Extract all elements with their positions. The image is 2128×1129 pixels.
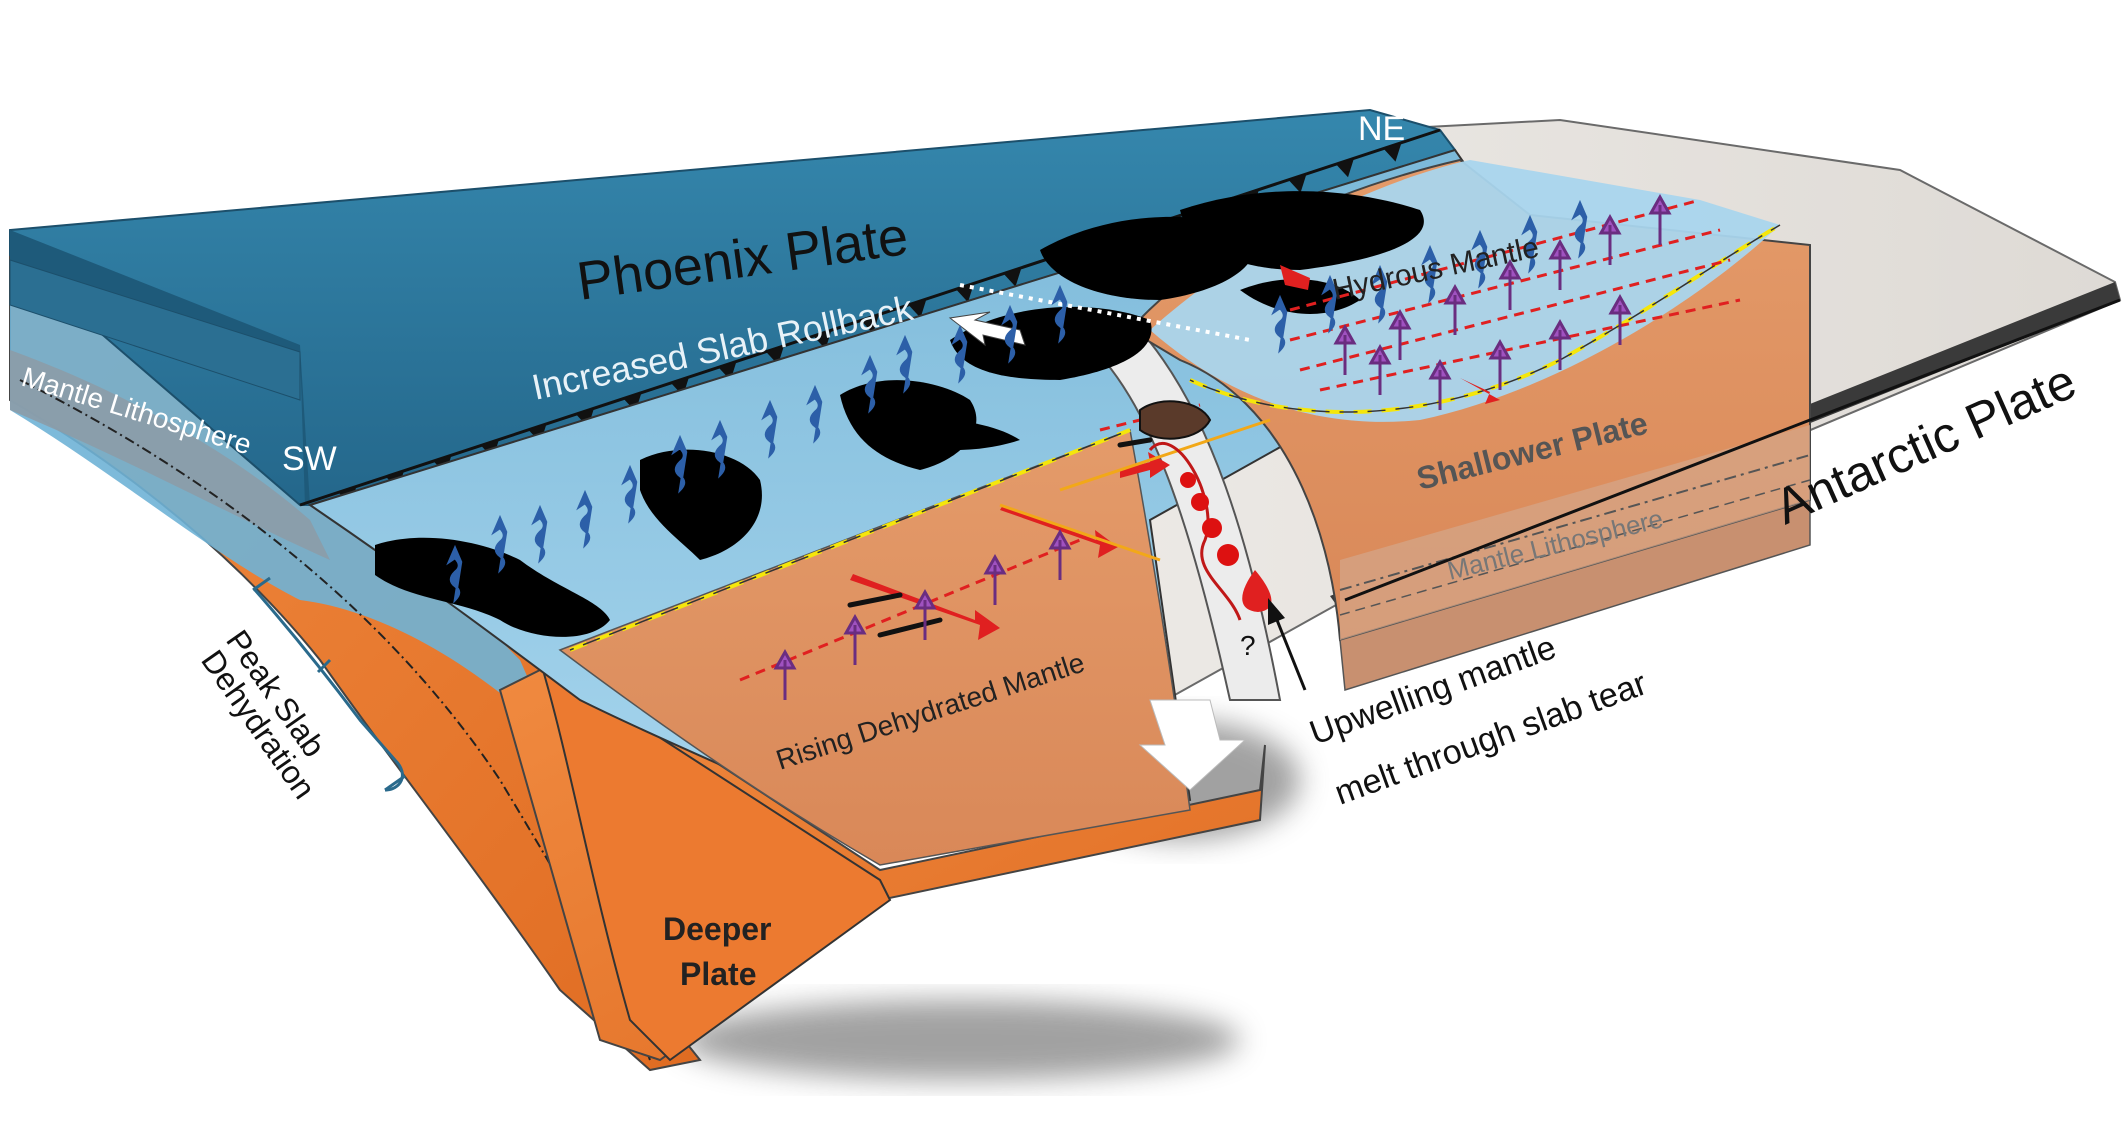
fluid-wavy-arrow bbox=[1371, 264, 1388, 324]
red-arrow bbox=[850, 574, 1000, 640]
sw-label: SW bbox=[282, 440, 337, 478]
purple-arrow bbox=[843, 613, 867, 665]
melt-body bbox=[860, 419, 1020, 450]
fluid-wavy-arrows bbox=[446, 199, 1588, 604]
trench-tooth bbox=[1383, 142, 1402, 162]
fluid-wavy-arrow bbox=[1051, 284, 1068, 344]
purple-arrow bbox=[1048, 528, 1072, 580]
purple-arrow bbox=[1428, 358, 1452, 410]
fluid-wavy-arrow bbox=[896, 334, 913, 394]
trench-tooth bbox=[1288, 173, 1307, 193]
purple-arrow bbox=[1333, 323, 1357, 375]
fluid-wavy-arrow bbox=[761, 399, 778, 459]
trench-tooth bbox=[1003, 267, 1022, 287]
purple-arrow bbox=[913, 588, 937, 640]
melt-droplet bbox=[1242, 570, 1272, 612]
purple-arrow bbox=[1598, 213, 1622, 265]
purple-arrow bbox=[1648, 193, 1672, 245]
fluid-wavy-arrow bbox=[806, 384, 823, 444]
red-arrow bbox=[1460, 378, 1500, 404]
melt-droplet bbox=[1202, 518, 1222, 538]
purple-arrow bbox=[983, 553, 1007, 605]
red-arrow bbox=[1000, 505, 1118, 558]
sinking-arrow bbox=[1138, 699, 1247, 791]
shallower-plate-side bbox=[1339, 498, 1811, 691]
purple-arrow bbox=[1498, 258, 1522, 310]
melt-droplet bbox=[1217, 544, 1239, 566]
mantle-lithosphere-strip-left bbox=[10, 350, 330, 560]
fluid-wavy-arrow bbox=[621, 464, 638, 524]
fluid-wavy-arrow bbox=[576, 489, 593, 549]
deeper-plate-front bbox=[538, 657, 892, 1062]
mantle-lithosphere-strip-right bbox=[1340, 425, 1810, 640]
peak-slab-bracket bbox=[253, 589, 404, 792]
dyke-symbols bbox=[847, 437, 1153, 638]
purple-arrow bbox=[1608, 293, 1632, 345]
upwelling-pointer bbox=[1273, 614, 1307, 691]
fluid-wavy-arrow bbox=[671, 434, 688, 494]
trench-tooth bbox=[908, 298, 927, 318]
phoenix-plate-edge bbox=[10, 230, 310, 506]
fluid-wavy-arrow bbox=[1521, 214, 1538, 274]
fluid-wavy-arrow bbox=[1001, 304, 1018, 364]
melt-body bbox=[640, 449, 762, 560]
ne-label: NE bbox=[1358, 110, 1405, 148]
trench-tooth bbox=[1336, 158, 1354, 178]
fluid-wavy-arrow bbox=[861, 354, 878, 414]
purple-arrow bbox=[773, 648, 797, 700]
dehydrated-mantle-zone bbox=[558, 428, 1191, 866]
purple-arrow bbox=[1548, 238, 1572, 290]
deeper-plate-label-line2: Plate bbox=[680, 956, 756, 992]
purple-arrow bbox=[1388, 308, 1412, 360]
question-mark-label: ? bbox=[1240, 630, 1256, 661]
melt-body bbox=[375, 537, 610, 637]
purple-arrow bbox=[1488, 338, 1512, 390]
fluid-wavy-arrow bbox=[531, 504, 548, 564]
tear-orange-lines bbox=[999, 418, 1271, 562]
trench-tooth bbox=[956, 283, 974, 303]
fluid-wavy-arrow bbox=[446, 544, 463, 604]
fluid-wavy-arrow bbox=[951, 324, 968, 384]
fluid-wavy-arrow bbox=[491, 514, 508, 574]
purple-arrow bbox=[1368, 343, 1392, 395]
fluid-wavy-arrow bbox=[711, 419, 728, 479]
melt-body bbox=[1180, 191, 1424, 270]
phoenix-plate-side bbox=[9, 259, 301, 401]
deeper-plate-label-line1: Deeper bbox=[663, 911, 772, 947]
antarctic-plate-line bbox=[1344, 298, 2121, 602]
melt-droplet bbox=[1191, 493, 1209, 511]
purple-arrow bbox=[1443, 283, 1467, 335]
fluid-wavy-arrow bbox=[1271, 294, 1288, 354]
purple-rising-arrows bbox=[773, 193, 1672, 700]
fluid-wavy-arrow bbox=[1571, 199, 1588, 259]
trench-tooth bbox=[861, 314, 879, 334]
melt-droplets bbox=[1139, 400, 1272, 621]
purple-arrow bbox=[1548, 318, 1572, 370]
fluid-wavy-arrow bbox=[1421, 244, 1438, 304]
melt-droplet bbox=[1180, 472, 1196, 488]
slab-dashdot-line bbox=[19, 379, 651, 1061]
fluid-wavy-arrow bbox=[1321, 274, 1338, 334]
extension-lines bbox=[739, 198, 1741, 682]
fluid-wavy-arrow bbox=[1471, 229, 1488, 289]
red-arrow bbox=[1280, 265, 1310, 290]
